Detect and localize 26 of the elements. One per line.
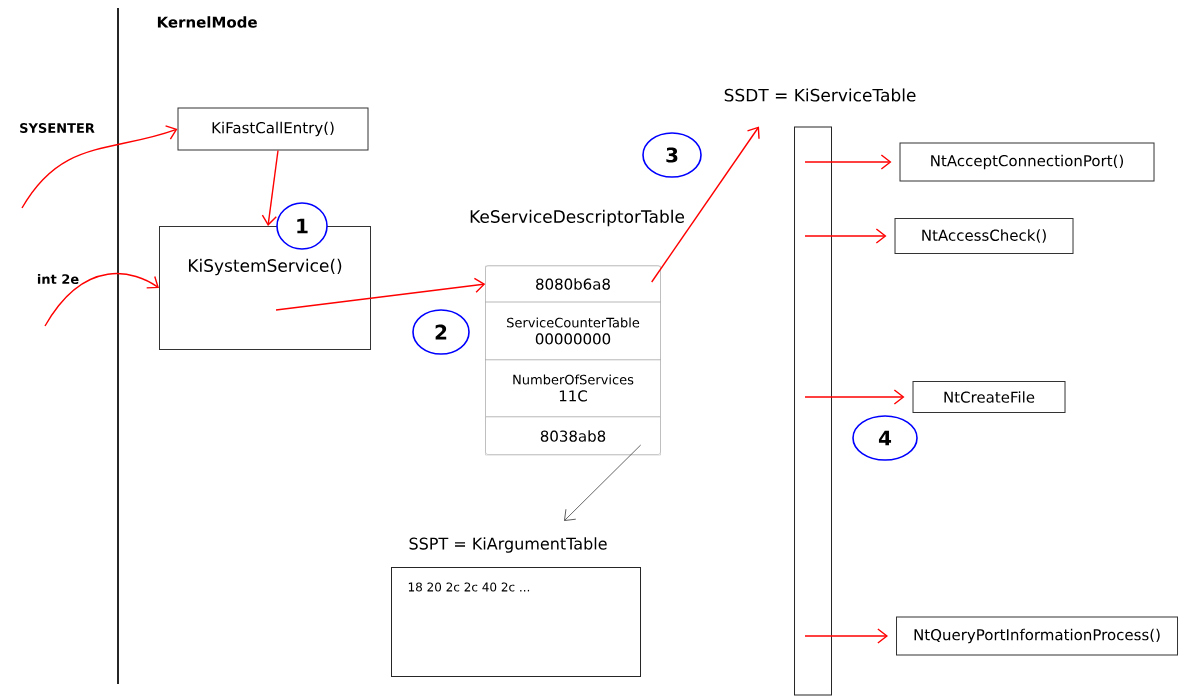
instruction-label: SYSENTER [20, 123, 95, 133]
node-label: KeServiceDescriptorTable [470, 209, 685, 227]
function-box: NtAccessCheck() [894, 218, 1074, 254]
function-box: KiFastCallEntry() [177, 107, 369, 151]
table-row: NumberOfServices 11C [485, 359, 661, 417]
arrow [804, 154, 892, 170]
arrow [804, 228, 887, 244]
arrow [564, 444, 642, 521]
table-row: 8038ab8 [485, 416, 661, 456]
arrow [275, 277, 486, 311]
table-row: ServiceCounterTable 00000000 [485, 301, 661, 361]
node-label: SSPT = KiArgumentTable [409, 537, 607, 553]
kernel-mode-heading: KernelMode [157, 16, 257, 28]
argument-table-box: SSPT = KiArgumentTable 18 20 2c 2c 40 2c ... [391, 537, 641, 677]
arrow [21, 125, 178, 209]
arrow [44, 272, 159, 327]
arrow [261, 149, 279, 226]
instruction-label: int 2e [37, 273, 79, 285]
arrow [804, 389, 905, 405]
arrow [804, 628, 888, 644]
arrow [651, 126, 760, 283]
function-box: NtQueryPortInformationProcess() [896, 616, 1178, 656]
table-row: 8080b6a8 [485, 265, 661, 303]
function-box: NtCreateFile [912, 381, 1066, 413]
node-label: SSDT = KiServiceTable [724, 88, 916, 102]
function-box: NtAcceptConnectionPort() [899, 142, 1155, 182]
